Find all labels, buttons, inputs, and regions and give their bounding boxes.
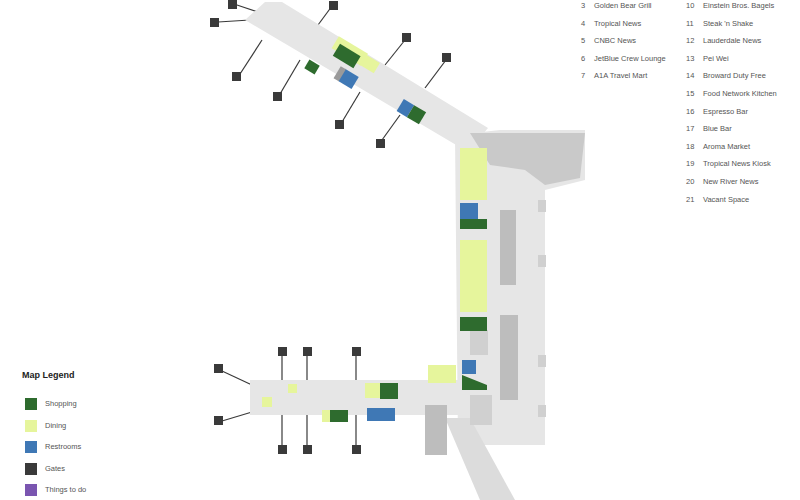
store-name: Food Network Kitchen: [703, 90, 777, 98]
store-name: Vacant Space: [703, 196, 749, 204]
store-name: Blue Bar: [703, 125, 732, 133]
store-number: 15: [686, 90, 694, 98]
store-name: JetBlue Crew Lounge: [594, 55, 666, 63]
store-number: 3: [581, 2, 585, 10]
legend-swatch: [25, 420, 37, 432]
store-name: Tropical News: [594, 20, 641, 28]
store-name: Einstein Bros. Bagels: [703, 2, 774, 10]
store-number: 12: [686, 37, 694, 45]
store-number: 20: [686, 178, 694, 186]
legend-text: Things to do: [45, 486, 86, 494]
store-number: 7: [581, 72, 585, 80]
store-number: 4: [581, 20, 585, 28]
legend-swatch: [25, 463, 37, 475]
store-number: 18: [686, 143, 694, 151]
legend-text: Gates: [45, 465, 65, 473]
store-name: A1A Travel Mart: [594, 72, 647, 80]
legend-swatch: [25, 441, 37, 453]
store-number: 11: [686, 20, 694, 28]
store-name: New River News: [703, 178, 758, 186]
store-name: Espresso Bar: [703, 108, 748, 116]
store-name: Lauderdale News: [703, 37, 761, 45]
store-number: 19: [686, 160, 694, 168]
store-number: 14: [686, 72, 694, 80]
store-name: Broward Duty Free: [703, 72, 766, 80]
store-number: 21: [686, 196, 694, 204]
store-name: CNBC News: [594, 37, 636, 45]
store-name: Steak 'n Shake: [703, 20, 753, 28]
store-number: 17: [686, 125, 694, 133]
store-number: 13: [686, 55, 694, 63]
store-number: 10: [686, 2, 694, 10]
legend-swatch: [25, 484, 37, 496]
store-name: Aroma Market: [703, 143, 750, 151]
store-name: Pei Wei: [703, 55, 729, 63]
store-name: Golden Bear Grill: [594, 2, 652, 10]
store-number: 16: [686, 108, 694, 116]
store-number: 5: [581, 37, 585, 45]
legend-text: Restrooms: [45, 443, 81, 451]
store-name: Tropical News Kiosk: [703, 160, 771, 168]
legend-text: Shopping: [45, 400, 77, 408]
legend-text: Dining: [45, 422, 66, 430]
legend-swatch: [25, 398, 37, 410]
store-number: 6: [581, 55, 585, 63]
legend-title: Map Legend: [22, 371, 75, 380]
